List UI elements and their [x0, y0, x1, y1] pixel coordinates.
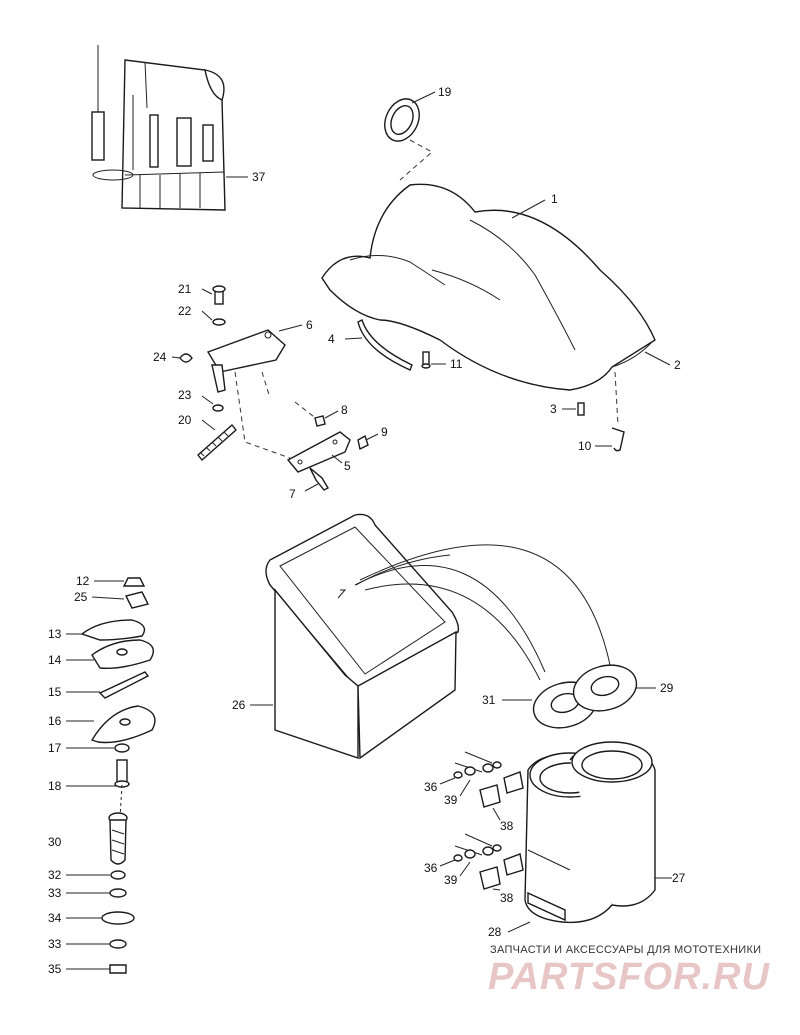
callout-3: 3: [550, 402, 557, 416]
tool-kit: [91, 45, 226, 211]
seat-cover: [321, 183, 656, 391]
callout-36a: 36: [424, 780, 438, 794]
cap-29: [572, 664, 638, 712]
callout-24: 24: [153, 350, 167, 364]
callout-39a: 39: [444, 793, 458, 807]
callout-30: 30: [48, 835, 62, 849]
callout-19: 19: [438, 85, 452, 99]
callout-25: 25: [74, 590, 88, 604]
callout-36b: 36: [424, 861, 438, 875]
brand-watermark: PARTSFOR.RU: [488, 956, 770, 998]
callout-33b: 33: [48, 937, 62, 951]
callout-12: 12: [76, 574, 90, 588]
callout-38a: 38: [500, 819, 514, 833]
callout-29: 29: [660, 681, 674, 695]
callout-9: 9: [381, 425, 388, 439]
callout-28: 28: [488, 925, 502, 939]
callout-18: 18: [48, 779, 62, 793]
storage-bin: [265, 513, 460, 760]
callout-11: 11: [450, 357, 463, 371]
callout-27: 27: [672, 871, 686, 885]
footer-caption: ЗАПЧАСТИ И АКСЕССУАРЫ ДЛЯ МОТОТЕХНИКИ: [490, 944, 762, 956]
callout-32: 32: [48, 868, 62, 882]
callout-5: 5: [344, 459, 351, 473]
latch-plate: [286, 415, 369, 491]
callout-35: 35: [48, 962, 62, 976]
callout-4: 4: [328, 332, 335, 346]
callout-10: 10: [578, 439, 592, 453]
callout-23: 23: [178, 388, 192, 402]
callout-21: 21: [178, 282, 192, 296]
callout-39b: 39: [444, 873, 458, 887]
striker-stack: [101, 812, 135, 974]
callout-14: 14: [48, 653, 62, 667]
callout-7: 7: [289, 487, 296, 501]
callout-17: 17: [48, 741, 62, 755]
screw-11: [421, 351, 431, 369]
latch-stack: [80, 577, 156, 819]
fastener-set-lower: [453, 833, 524, 890]
fastener-set-upper: [453, 751, 524, 808]
callout-37: 37: [252, 170, 266, 184]
callout-2: 2: [674, 358, 681, 372]
callout-33a: 33: [48, 886, 62, 900]
callout-31: 31: [482, 693, 496, 707]
seal-ring: [384, 98, 420, 142]
callout-8: 8: [341, 403, 348, 417]
callout-13: 13: [48, 627, 62, 641]
callout-38b: 38: [500, 891, 514, 905]
screw-3: [577, 402, 585, 416]
callout-34: 34: [48, 911, 62, 925]
callout-16: 16: [48, 714, 62, 728]
callout-1: 1: [551, 192, 558, 206]
pin-10: [611, 427, 625, 452]
bottle-holder: [524, 741, 656, 924]
callout-6: 6: [306, 318, 313, 332]
strap: [357, 319, 413, 371]
callout-15: 15: [48, 685, 62, 699]
callout-22: 22: [178, 304, 192, 318]
callout-26: 26: [232, 698, 246, 712]
callout-20: 20: [178, 413, 192, 427]
latch-assembly: [179, 285, 286, 462]
